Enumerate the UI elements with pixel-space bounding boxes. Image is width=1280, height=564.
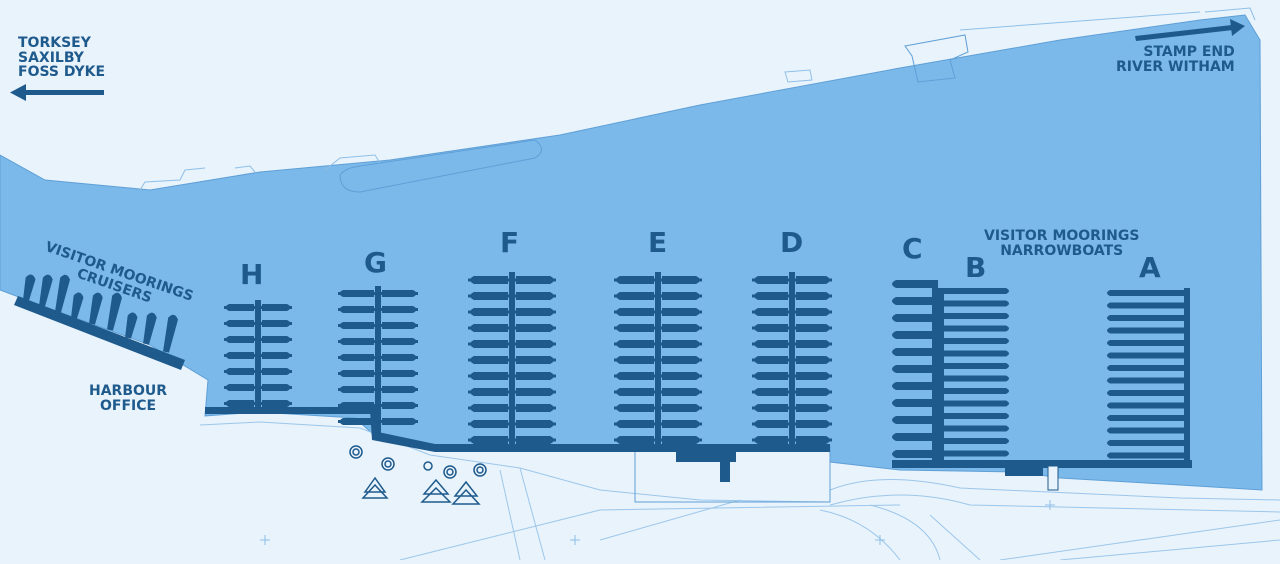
destination-west: TORKSEY SAXILBY FOSS DYKE <box>18 36 105 80</box>
cruiser-boat <box>23 274 36 301</box>
visitor-narrowboats-label: VISITOR MOORINGS NARROWBOATS <box>984 229 1139 258</box>
pier-label-a: A <box>1139 251 1161 284</box>
destination-east: STAMP END RIVER WITHAM <box>1116 45 1235 74</box>
east-line-2: RIVER WITHAM <box>1116 58 1235 75</box>
pontoon-f <box>468 272 556 446</box>
pier-label-h: H <box>240 258 264 291</box>
west-line-1: TORKSEY <box>18 35 91 51</box>
cruiser-boat <box>39 274 53 307</box>
pier-label-f: F <box>500 226 520 259</box>
pontoon-b <box>938 288 1009 466</box>
harbour-office-line-1: HARBOUR <box>89 383 168 399</box>
pontoon-e <box>614 272 702 446</box>
cruiser-boat <box>89 292 103 325</box>
arrow-left-icon <box>10 84 104 101</box>
cruiser-boat <box>71 292 84 319</box>
pontoon-g <box>338 286 418 436</box>
pier-label-e: E <box>648 226 668 259</box>
east-line-1: STAMP END <box>1143 44 1235 60</box>
pier-label-d: D <box>780 226 804 259</box>
visitor-moorings-cruisers <box>14 274 185 370</box>
visitor-narrowboats-line-2: NARROWBOATS <box>1000 242 1124 259</box>
north-quay-details <box>139 7 1256 193</box>
west-line-2: SAXILBY <box>18 49 84 66</box>
pier-label-g: G <box>364 246 387 279</box>
survey-marks <box>260 500 1055 545</box>
pontoon-h <box>224 300 292 412</box>
cruiser-boat <box>143 312 157 345</box>
main-walkway <box>205 407 1192 491</box>
harbour-office-label: HARBOUR OFFICE <box>89 384 167 413</box>
cruiser-boat <box>125 312 138 339</box>
cruiser-boat <box>107 292 122 331</box>
pontoon-c <box>892 280 938 466</box>
arrow-right-icon <box>1135 19 1245 41</box>
pontoons <box>224 272 1190 466</box>
cruiser-boat <box>55 274 70 313</box>
pier-label-b: B <box>965 251 987 284</box>
pontoon-a <box>1107 288 1190 466</box>
pier-label-c: C <box>902 232 923 265</box>
pontoon-d <box>752 272 832 446</box>
visitor-narrowboats-line-1: VISITOR MOORINGS <box>984 228 1140 244</box>
tree-icon <box>349 445 487 505</box>
cruiser-boat <box>163 314 178 353</box>
harbour-office-line-2: OFFICE <box>99 397 157 414</box>
west-line-3: FOSS DYKE <box>18 64 106 81</box>
